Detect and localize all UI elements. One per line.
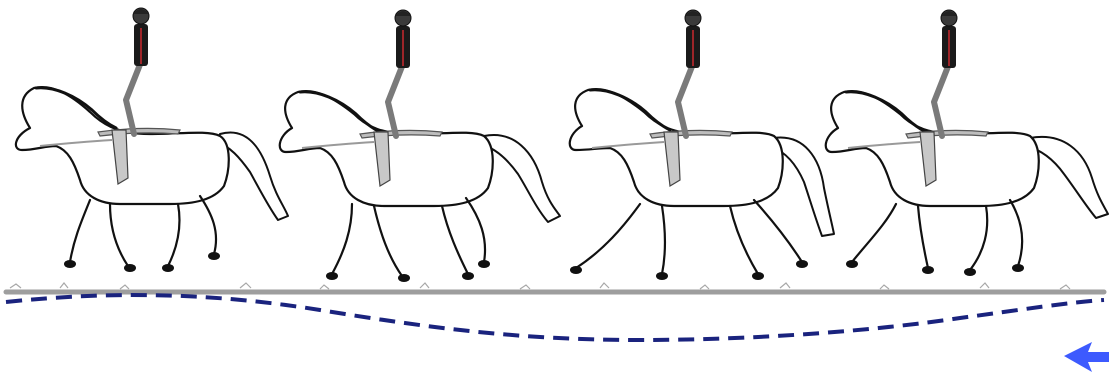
horse-rider-figure-3: [570, 10, 834, 280]
horse-rider-figure-2: [280, 10, 560, 282]
ground-line: [6, 283, 1104, 292]
horse-rider-figure-4: [826, 10, 1108, 276]
arrow-left-icon: [1064, 342, 1109, 372]
rider: [388, 10, 411, 136]
horse-rider-figure-1: [16, 8, 288, 272]
rider: [126, 8, 149, 134]
rider: [934, 10, 957, 136]
hoof-path-dashed-line: [6, 295, 1104, 340]
rider: [678, 10, 701, 136]
